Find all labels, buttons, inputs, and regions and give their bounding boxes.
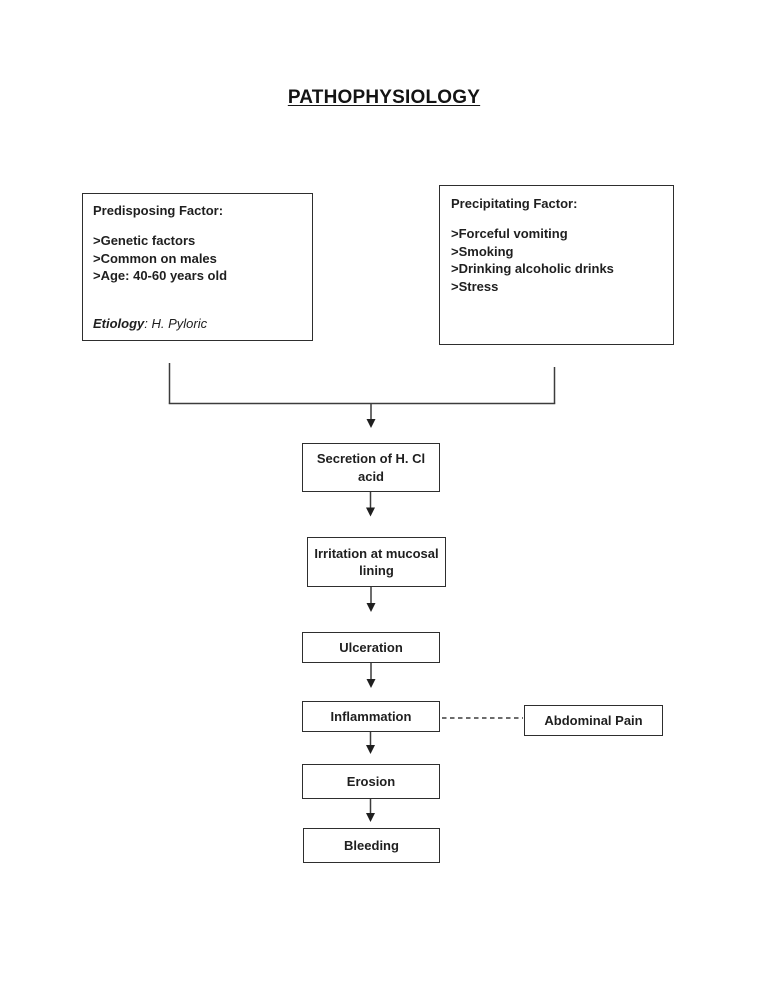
arrow-inflammation-to-erosion xyxy=(366,732,375,754)
flow-box-abdominal-pain: Abdominal Pain xyxy=(524,705,663,736)
flow-box-label: Erosion xyxy=(346,773,396,789)
etiology-line: Etiology: H. Pyloric xyxy=(93,315,302,333)
flow-box-label: acid xyxy=(357,468,384,484)
merge-connector xyxy=(168,363,556,405)
flow-box-inflammation: Inflammation xyxy=(302,701,440,732)
flow-box-bleeding: Bleeding xyxy=(303,828,440,863)
flow-box-label: Abdominal Pain xyxy=(544,712,643,728)
flow-box-secretion: Secretion of H. Cl acid xyxy=(302,443,440,492)
precipitating-heading: Precipitating Factor: xyxy=(451,196,578,211)
factor-item: >Age: 40-60 years old xyxy=(93,268,228,283)
etiology-value: : H. Pyloric xyxy=(144,315,208,331)
predisposing-factor-box: Predisposing Factor: >Genetic factors >C… xyxy=(82,193,313,341)
factor-item: >Drinking alcoholic drinks xyxy=(451,261,614,276)
flow-box-ulceration: Ulceration xyxy=(302,632,440,663)
arrow-irritation-to-ulceration xyxy=(366,587,376,612)
factor-item: >Forceful vomiting xyxy=(451,226,568,241)
factor-item: >Smoking xyxy=(451,243,514,259)
page-title: PATHOPHYSIOLOGY xyxy=(287,87,481,108)
predisposing-heading: Predisposing Factor: xyxy=(93,203,224,218)
flow-box-irritation: Irritation at mucosal lining xyxy=(307,537,446,587)
precipitating-items: >Forceful vomiting >Smoking >Drinking al… xyxy=(451,225,662,295)
factor-item: >Stress xyxy=(451,278,499,294)
flow-box-label: Secretion of H. Cl xyxy=(316,451,426,466)
arrow-to-secretion xyxy=(366,404,376,428)
arrow-erosion-to-bleeding xyxy=(366,799,375,822)
flow-box-label: lining xyxy=(359,563,394,578)
predisposing-items: >Genetic factors >Common on males >Age: … xyxy=(93,232,302,285)
arrow-ulceration-to-inflammation xyxy=(366,663,376,688)
factor-item: >Genetic factors xyxy=(93,233,196,248)
precipitating-factor-box: Precipitating Factor: >Forceful vomiting… xyxy=(439,185,674,345)
factor-item: >Common on males xyxy=(93,250,217,266)
arrow-secretion-to-irritation xyxy=(366,492,375,517)
flow-box-label: Irritation at mucosal xyxy=(314,545,439,561)
flow-box-label: Inflammation xyxy=(330,708,412,724)
etiology-label: Etiology xyxy=(93,315,145,331)
flow-box-label: Bleeding xyxy=(344,837,399,853)
flow-box-label: Ulceration xyxy=(339,639,403,655)
flow-box-erosion: Erosion xyxy=(302,764,440,799)
